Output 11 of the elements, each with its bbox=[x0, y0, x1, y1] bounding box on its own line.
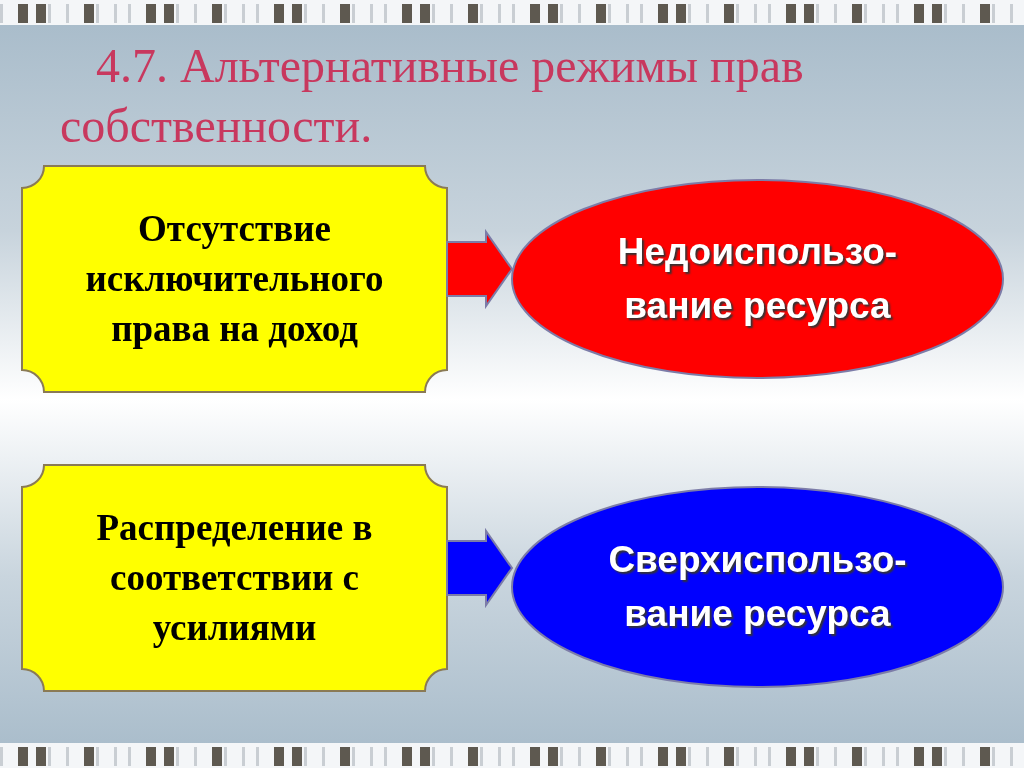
ellipse-node bbox=[512, 180, 1003, 378]
block-arrow bbox=[446, 527, 514, 609]
node-text: Недоиспользо- вание ресурса bbox=[616, 230, 899, 328]
title: 4.7. Альтернативные режимы прав собственности. bbox=[60, 38, 805, 154]
block-arrow bbox=[446, 228, 514, 310]
node-text: Отсутствие исключительного права на доход bbox=[84, 207, 385, 351]
notched-box bbox=[22, 465, 447, 691]
ellipse-node bbox=[512, 487, 1003, 687]
node-text: Распределение в соответствии с усилиями bbox=[95, 506, 374, 650]
notched-box bbox=[22, 166, 447, 392]
node-text: Сверхиспользо- вание ресурса bbox=[607, 538, 908, 636]
